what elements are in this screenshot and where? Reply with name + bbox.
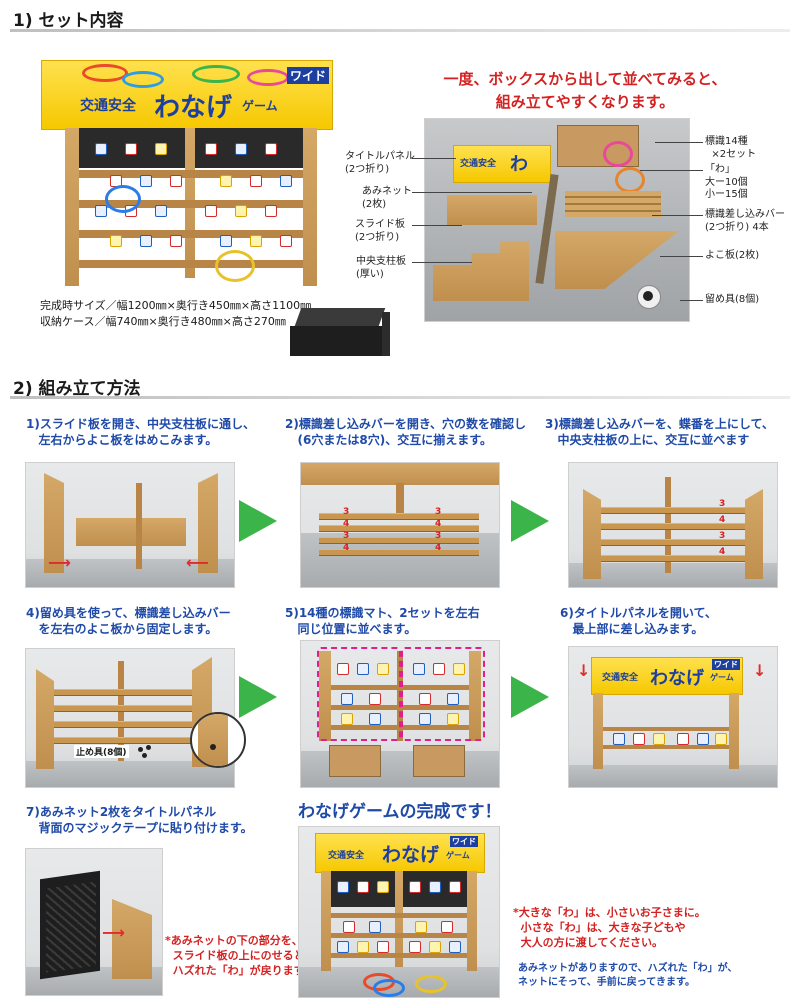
- part-label-title-panel: タイトルパネル(2つ折り): [345, 151, 415, 175]
- signs-grid: [85, 133, 295, 278]
- step-6-text: 6)タイトルパネルを開いて、 最上部に差し込みます。: [560, 606, 717, 637]
- step-2-photo: 3 4 3 4 3 4 3 4: [300, 462, 500, 588]
- section-divider: [10, 29, 790, 32]
- step-5-text: 5)14種の標識マト、2セットを左右 同じ位置に並べます。: [285, 606, 480, 637]
- step-7-text: 7)あみネット2枚をタイトルパネル 背面のマジックテープに貼り付けます。: [26, 805, 253, 836]
- next-arrow: [239, 500, 277, 542]
- part-label-slide-board: スライド板(2つ折り): [355, 219, 405, 243]
- step-3-photo: 3 4 3 4: [568, 462, 778, 588]
- step-6-photo: 交通安全 わなげ ゲーム ワイド ↓ ↓: [568, 646, 778, 788]
- step-5-photo: [300, 640, 500, 788]
- banner-badge: ワイド: [287, 67, 330, 84]
- spec-assembled: 完成時サイズ／幅1200㎜×奥行き450㎜×高さ1100㎜: [40, 299, 312, 312]
- spec-case: 収納ケース／幅740㎜×奥行き480㎜×高さ270㎜: [40, 314, 286, 328]
- step-1-photo: ⟶ ⟵: [25, 462, 235, 588]
- completion-title: わなげゲームの完成です！: [298, 802, 502, 822]
- intro-line2: 組み立てやすくなります。: [495, 92, 675, 111]
- next-arrow: [511, 500, 549, 542]
- part-label-signs: 標識14種 ×2セット: [705, 136, 757, 160]
- parts-photo: 交通安全 わ: [424, 118, 690, 322]
- step-2-text: 2)標識差し込みバーを開き、穴の数を確認し (6穴または8穴)、交互に揃えます。: [285, 417, 526, 448]
- step-3-text: 3)標識差し込みバーを、蝶番を上にして、 中央支柱板の上に、交互に並べます: [545, 417, 774, 448]
- banner-title: 交通安全: [80, 98, 136, 114]
- part-label-fasteners: 留め具(8個): [705, 294, 760, 305]
- step-1-text: 1)スライド板を開き、中央支柱板に通し、 左右からよこ板をはめこみます。: [26, 417, 255, 448]
- section-title-set-contents: 1) セット内容: [13, 11, 124, 31]
- next-arrow: [239, 676, 277, 718]
- section-divider: [10, 396, 790, 399]
- note-ring-sizes: *大きな「わ」は、小さいお子さまに。 小さな「わ」は、大きな子どもや 大人の方に…: [513, 906, 706, 949]
- banner-sub: ゲーム: [242, 99, 278, 113]
- intro-text: 一度、ボックスから出して並べてみると、 組み立てやすくなります。: [415, 68, 755, 113]
- note-step7: *あみネットの下の部分を、 スライド板の上にのせると ハズれた「わ」が戻ります。: [165, 934, 315, 977]
- specs: 完成時サイズ／幅1200㎜×奥行き450㎜×高さ1100㎜ 収納ケース／幅740…: [40, 298, 311, 330]
- fastener-closeup: [190, 712, 246, 768]
- step-4-text: 4)留め具を使って、標識差し込みバー を左右のよこ板から固定します。: [26, 606, 231, 637]
- part-label-center-post: 中央支柱板(厚い): [356, 256, 406, 280]
- product-banner: 交通安全 わなげ ゲーム ワイド: [41, 60, 333, 130]
- product-photo: 交通安全 わなげ ゲーム ワイド: [35, 55, 335, 295]
- note-net: あみネットがありますので、ハズれた「わ」が、ネットにそって、手前に戻ってきます。: [518, 963, 738, 988]
- next-arrow: [511, 676, 549, 718]
- section-title-assembly: 2) 組み立て方法: [13, 379, 141, 399]
- part-label-side-boards: よこ板(2枚): [705, 250, 760, 261]
- step-7-photo: ⟶: [25, 848, 163, 996]
- intro-line1: 一度、ボックスから出して並べてみると、: [443, 70, 727, 88]
- storage-case-photo: [290, 308, 390, 358]
- part-label-rings: 「わ」大ー10個小ー15個: [705, 164, 748, 200]
- part-label-net: あみネット(2枚): [362, 186, 412, 210]
- final-photo: 交通安全 わなげ ゲーム ワイド: [298, 826, 500, 998]
- part-label-sign-bars: 標識差し込みバー(2つ折り) 4本: [705, 209, 785, 233]
- banner-main: わなげ: [154, 93, 233, 123]
- fastener-label: 止め具(8個): [74, 745, 129, 758]
